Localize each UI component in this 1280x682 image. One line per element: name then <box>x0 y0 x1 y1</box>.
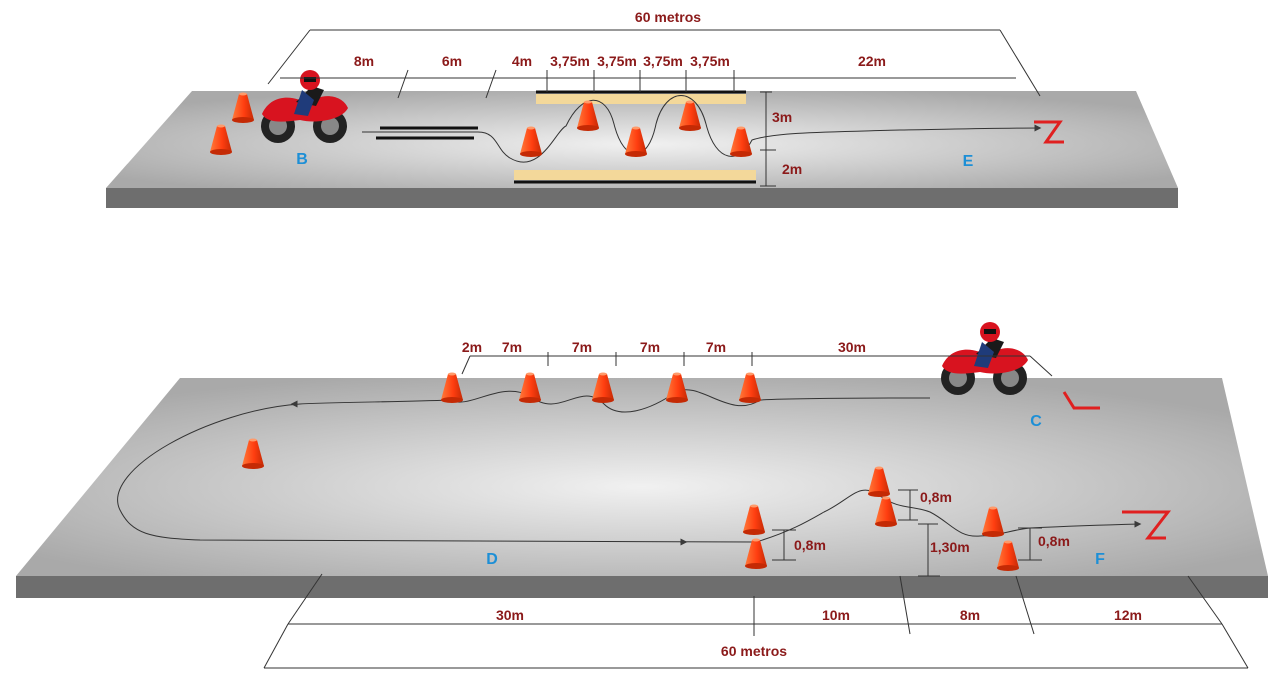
bottom-side-1: 0,8m <box>794 537 826 553</box>
bottom-point-c: C <box>1030 413 1042 430</box>
bottom-cone-row-5 <box>739 372 761 403</box>
top-total-label: 60 metros <box>635 9 701 25</box>
bottom-course: 2m 7m 7m 7m 7m 30m 0,8m 0,8m 1,30m 0,8m … <box>16 322 1268 669</box>
top-seg-6: 3,75m <box>643 53 683 69</box>
top-road-edge <box>106 188 1178 208</box>
bottom-start-mark-icon <box>1062 391 1100 410</box>
top-seg-2: 6m <box>442 53 462 69</box>
top-seg-8: 22m <box>858 53 886 69</box>
bottom-top-seg-5: 7m <box>706 339 726 355</box>
bottom-seg-4: 12m <box>1114 607 1142 623</box>
bottom-road-edge <box>16 576 1268 598</box>
bottom-seg-1: 30m <box>496 607 524 623</box>
top-seg-3: 4m <box>512 53 532 69</box>
bottom-top-seg-3: 7m <box>572 339 592 355</box>
top-seg-5: 3,75m <box>597 53 637 69</box>
bottom-seg-2: 10m <box>822 607 850 623</box>
bottom-top-seg-1: 2m <box>462 339 482 355</box>
bottom-top-seg-4: 7m <box>640 339 660 355</box>
bottom-point-d: D <box>486 551 498 568</box>
top-lane-strip-upper <box>536 94 746 104</box>
bottom-seg-3: 8m <box>960 607 980 623</box>
top-seg-1: 8m <box>354 53 374 69</box>
bottom-side-3: 1,30m <box>930 539 970 555</box>
bottom-path <box>117 389 1142 543</box>
top-seg-4: 3,75m <box>550 53 590 69</box>
top-path <box>362 95 1042 163</box>
bottom-top-seg-6: 30m <box>838 339 866 355</box>
bottom-cone-row-4 <box>666 372 688 403</box>
top-point-e: E <box>963 153 974 170</box>
top-lane-strip-lower <box>514 170 756 180</box>
bottom-cone-row-3 <box>592 372 614 403</box>
top-finish-mark-icon <box>1034 120 1064 144</box>
top-course: 60 metros 8m 6m 4m 3,75m 3,75m 3,75m 3,7… <box>106 9 1178 208</box>
top-seg-7: 3,75m <box>690 53 730 69</box>
bottom-total-label: 60 metros <box>721 643 787 659</box>
bottom-side-2: 0,8m <box>920 489 952 505</box>
bottom-road <box>16 378 1268 576</box>
top-width-2m: 2m <box>782 161 802 177</box>
top-point-b: B <box>296 151 308 168</box>
bottom-point-f: F <box>1095 551 1105 568</box>
bottom-side-4: 0,8m <box>1038 533 1070 549</box>
bottom-cone-row-1 <box>441 372 463 403</box>
bottom-finish-mark-icon <box>1122 510 1172 540</box>
bottom-top-seg-2: 7m <box>502 339 522 355</box>
bottom-cone-row-2 <box>519 372 541 403</box>
top-width-3m: 3m <box>772 109 792 125</box>
